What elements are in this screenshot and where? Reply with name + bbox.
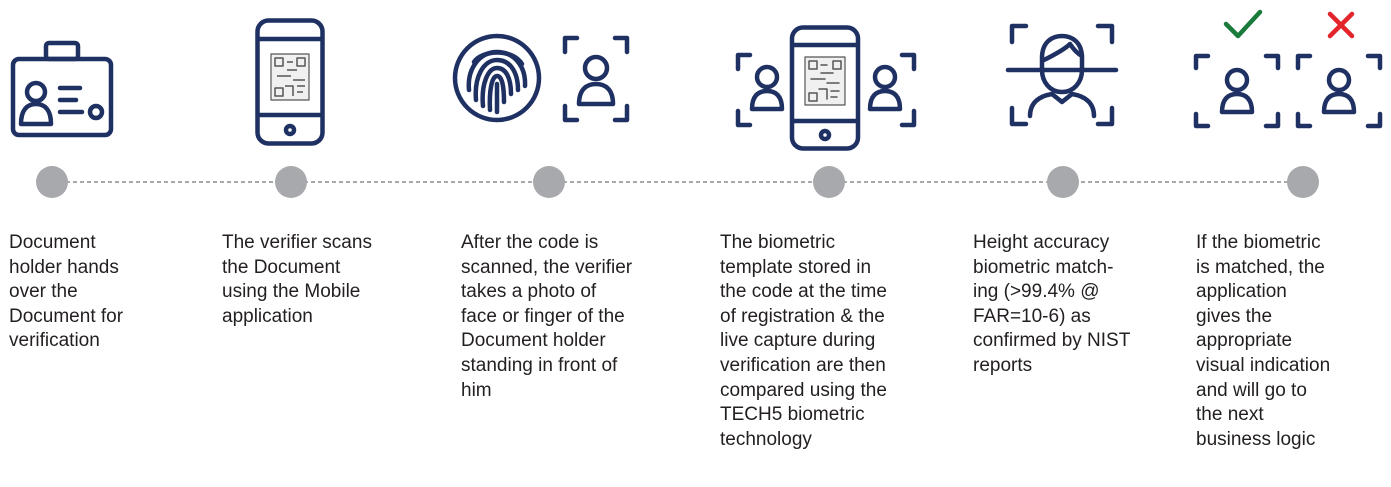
step-5-description: Height accuracy biometric match- ing (>9… [973,232,1131,376]
cross-icon [1327,11,1355,39]
step-6-description: If the biometric is matched, the applica… [1196,232,1331,450]
checkmark-icon [1223,9,1263,39]
step-3-description: After the code is scanned, the verifier … [461,232,633,401]
timeline-dot-5 [1047,166,1079,198]
timeline-dot-6 [1287,166,1319,198]
phone-qr-icon [255,18,325,146]
timeline-dot-1 [36,166,68,198]
face-scan-icon [1005,20,1119,130]
step-1-description: Document holder hands over the Document … [9,232,124,352]
step-2-description: The verifier scans the Document using th… [222,232,372,327]
match-result-icon [1192,8,1384,130]
phone-compare-icon [735,25,917,151]
step-4-description: The biometric template stored in the cod… [720,232,887,450]
fingerprint-face-capture-icon [452,28,644,130]
timeline-dot-3 [533,166,565,198]
timeline-dot-4 [813,166,845,198]
id-badge-icon [10,40,114,140]
timeline-dot-2 [275,166,307,198]
